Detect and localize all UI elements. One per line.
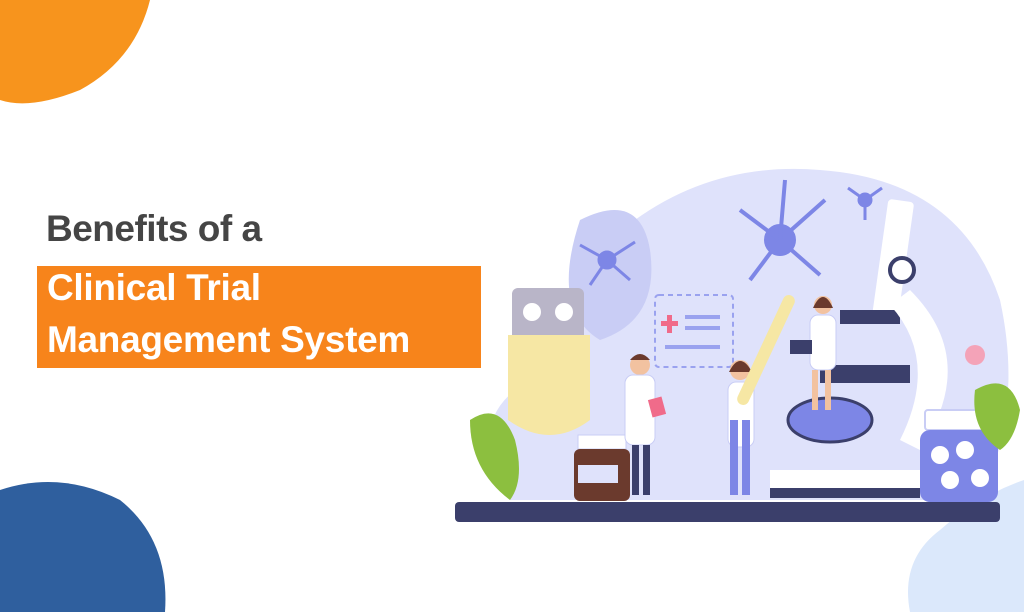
title-line-1: Clinical Trial [47,267,261,308]
prescription-card [654,294,734,368]
pill-icon [965,345,985,365]
neuron-icon [738,179,827,282]
lab-floor [455,502,1000,522]
leaf-right [974,383,1020,450]
pill-jar [920,409,998,502]
clinical-lab-illustration [455,168,1020,522]
title-line-2: Management System [47,319,410,360]
medicine-bottle [574,434,630,501]
doctor-with-tablet [790,296,837,410]
title-highlight-box: Clinical Trial Management System [37,266,481,368]
background-blob-2 [568,210,652,340]
doctor-male [624,354,667,495]
bone-strip [737,295,795,405]
yellow-envelope [508,335,590,435]
leaf-left [470,413,519,500]
heading-prefix: Benefits of a [46,208,262,249]
blue-corner-shape [0,482,166,612]
orange-corner-shape [0,0,150,104]
neuron-icon-small [579,186,883,286]
